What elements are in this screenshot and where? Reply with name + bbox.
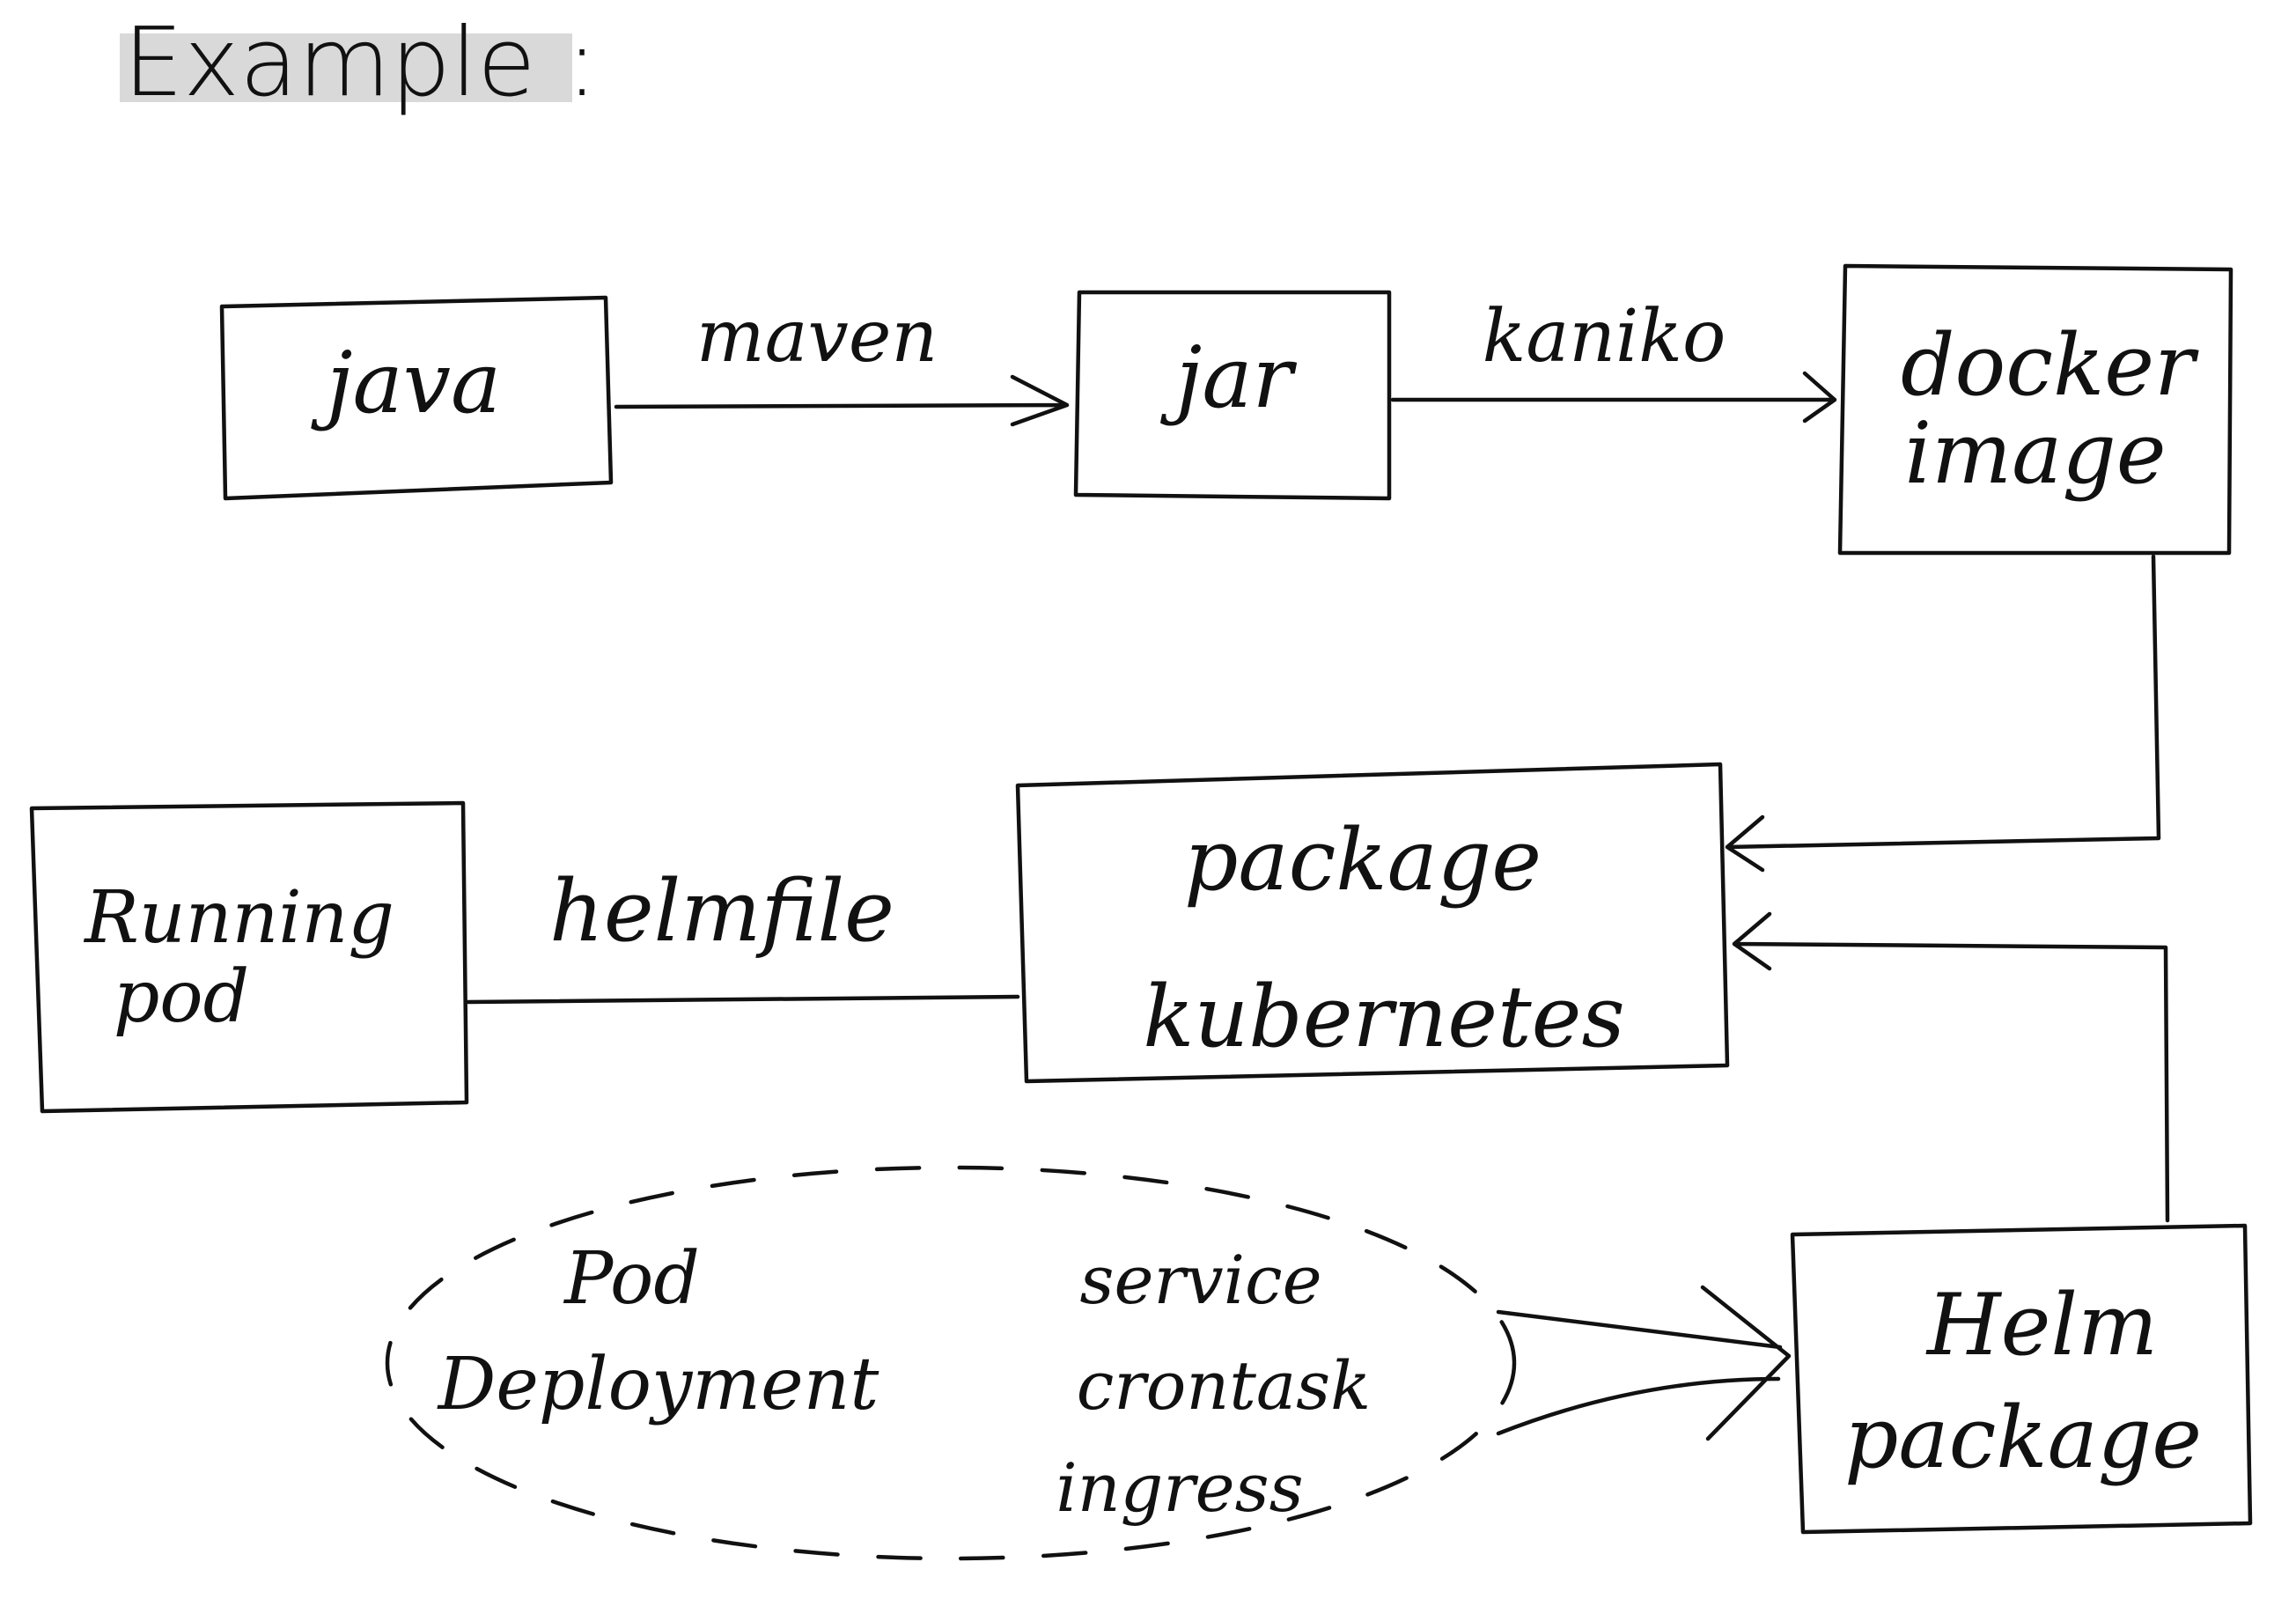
- maven-label: maven: [696, 295, 938, 379]
- helmfile-label: helmfile: [549, 862, 894, 961]
- helmfile-line: [466, 994, 1020, 1005]
- k8s-label-line2: kubernetes: [1143, 968, 1624, 1066]
- maven-arrow: [614, 374, 1070, 427]
- jar-box[interactable]: [1073, 290, 1392, 501]
- helm-package-box[interactable]: [1790, 1223, 2253, 1535]
- helm-to-k8s-arrow: [1732, 911, 2170, 1223]
- running-pod-box[interactable]: [29, 800, 469, 1114]
- pod-label-line1: Running: [83, 876, 394, 960]
- helm-label-line2: package: [1844, 1389, 2202, 1487]
- title-highlight: [120, 33, 572, 102]
- kaniko-arrow: [1390, 371, 1837, 424]
- docker-image-box[interactable]: [1837, 263, 2233, 556]
- resource-deployment: Deployment: [437, 1343, 880, 1426]
- helm-label-line1: Helm: [1925, 1276, 2158, 1374]
- resource-service: service: [1079, 1241, 1321, 1319]
- page-title: Example :: [123, 8, 598, 118]
- resources-ellipse: [385, 1165, 1517, 1561]
- resource-pod: Pod: [563, 1237, 700, 1321]
- pod-label-line2: pod: [114, 955, 249, 1039]
- resource-crontask: crontask: [1077, 1346, 1372, 1425]
- k8s-label-line1: package: [1184, 811, 1542, 910]
- docker-label-line2: image: [1904, 404, 2166, 503]
- java-label: java: [311, 334, 501, 432]
- resources-to-helm-arrow: [1496, 1285, 1792, 1441]
- docker-label-line1: docker: [1901, 316, 2199, 415]
- kaniko-label: kaniko: [1483, 295, 1726, 379]
- resource-ingress: ingress: [1056, 1448, 1303, 1527]
- java-box[interactable]: [219, 295, 614, 501]
- jar-label: jar: [1160, 328, 1298, 427]
- package-kubernetes-box[interactable]: [1015, 762, 1730, 1084]
- docker-to-k8s-arrow: [1725, 554, 2161, 873]
